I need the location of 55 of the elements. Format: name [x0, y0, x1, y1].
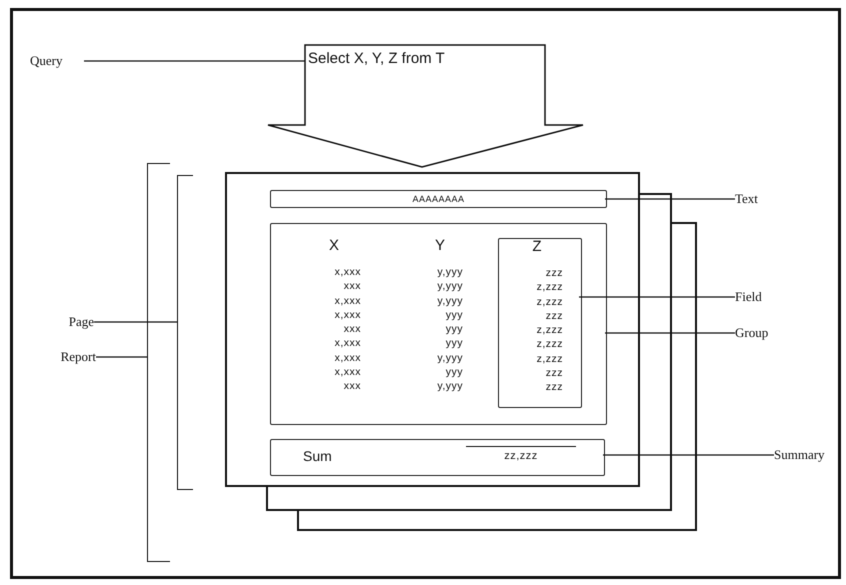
summary-band [270, 439, 605, 476]
summary-value: zz,zzz [466, 446, 576, 464]
field-value: y,yyy [437, 265, 463, 280]
field-value: x,xxx [334, 350, 361, 366]
field-value: z,zzz [536, 323, 563, 338]
field-value: z,zzz [536, 294, 563, 309]
page-sheet [225, 172, 640, 487]
part-label: Group [735, 324, 791, 342]
field-value: zzz [546, 366, 563, 380]
part-label: Query [30, 52, 84, 70]
field-value: y,yyy [437, 350, 463, 366]
part-label: Text [735, 190, 785, 208]
field-value: yyy [446, 322, 463, 336]
summary-label: Sum [303, 447, 332, 465]
column-header: X [328, 237, 339, 255]
field-value: x,xxx [334, 265, 361, 280]
field-value: yyy [446, 308, 463, 322]
leader-line [96, 356, 147, 358]
part-label: Report [26, 348, 96, 366]
part-label: Page [36, 313, 94, 331]
leader-line [605, 332, 735, 334]
field-value: zzz [546, 266, 563, 280]
column-header: Z [532, 238, 542, 256]
leader-line [94, 321, 177, 323]
leader-line [603, 454, 774, 456]
field-value: zzz [546, 308, 563, 324]
part-label: Summary [774, 446, 834, 464]
field-value: y,yyy [437, 279, 463, 294]
leader-line [605, 198, 735, 200]
block-arrow [268, 45, 583, 167]
field-value: x,xxx [334, 365, 361, 380]
field-value: xxx [344, 322, 361, 336]
field-value: x,xxx [334, 294, 361, 308]
field-box [498, 238, 582, 408]
field-value: z,zzz [536, 352, 563, 366]
part-label: Field [735, 288, 785, 306]
field-value: y,yyy [437, 379, 463, 394]
leader-line [84, 60, 305, 62]
bracket [147, 163, 170, 562]
field-value: xxx [344, 279, 361, 294]
leader-line [579, 296, 735, 298]
field-value: zzz [546, 380, 563, 395]
column-header: Y [434, 237, 445, 255]
field-value: x,xxx [334, 308, 361, 322]
field-value: z,zzz [536, 337, 563, 352]
field-value: y,yyy [437, 294, 463, 308]
text-band: AAAAAAAA [270, 190, 607, 208]
field-value: z,zzz [536, 280, 563, 295]
group-box [270, 223, 607, 425]
field-value: yyy [446, 365, 463, 380]
field-value: xxx [344, 379, 361, 394]
query-text: Select X, Y, Z from T [308, 50, 445, 68]
field-value: x,xxx [334, 336, 361, 351]
field-value: yyy [446, 336, 463, 351]
bracket [177, 175, 193, 490]
